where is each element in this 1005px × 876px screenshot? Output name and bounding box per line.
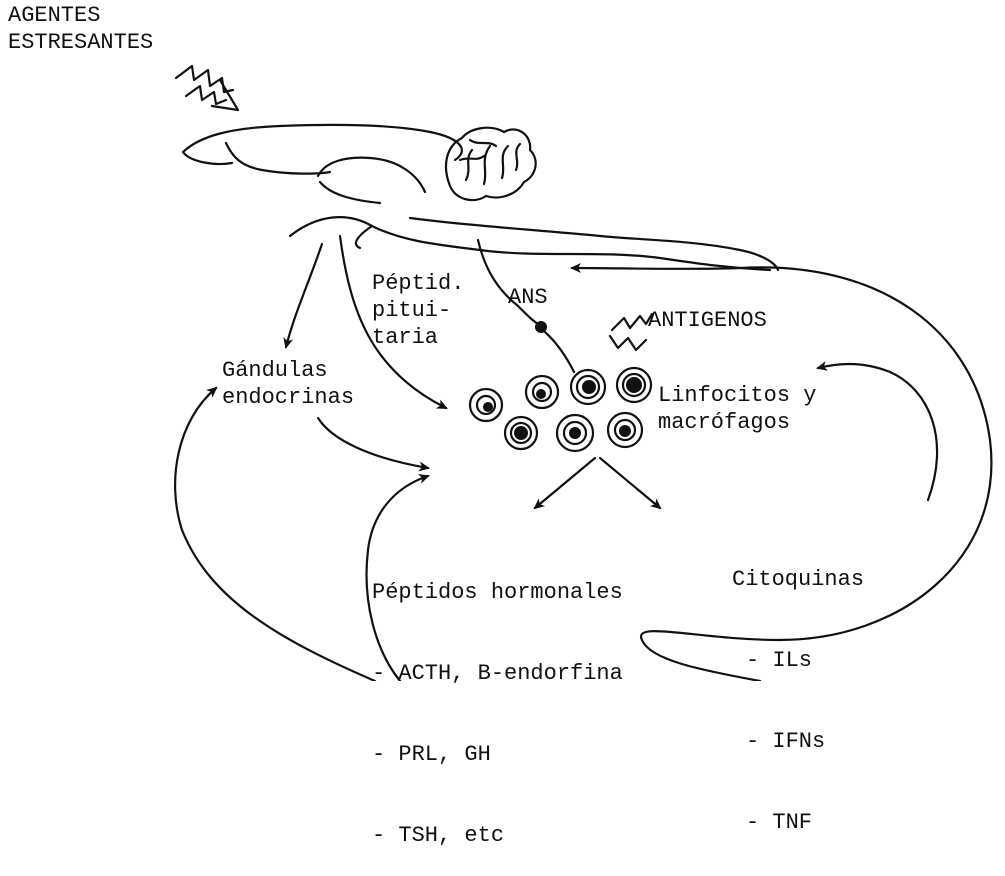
cytokines-item: - ILs <box>732 647 864 674</box>
hormonal-peptides-item: - TSH, etc <box>372 822 623 849</box>
hormonal-peptides-item: - PRL, GH <box>372 741 623 768</box>
hormonal-peptides-item: - ACTH, B-endorfina <box>372 660 623 687</box>
hormonal-peptides-title: Péptidos hormonales <box>372 579 623 606</box>
pituitary-to-glands-arrow <box>286 244 322 347</box>
stressor-arrow-icon <box>176 66 238 110</box>
glands-to-convergence-arrow <box>318 418 428 468</box>
immune-to-peptides-arrow <box>535 458 595 508</box>
antigen-icon <box>610 314 652 350</box>
pituitary-peptides-label: Péptid. pitui- taria <box>372 270 464 351</box>
cytokine-inner-arrow <box>818 364 937 500</box>
cytokines-title: Citoquinas <box>732 566 864 593</box>
antigens-label: ANTIGENOS <box>648 307 767 334</box>
cytokines-item: - IFNs <box>732 728 864 755</box>
cytokines-block: Citoquinas - ILs - IFNs - TNF <box>732 512 864 863</box>
ans-label: ANS <box>508 284 548 311</box>
immune-to-cytokines-arrow <box>600 458 660 508</box>
hormonal-peptides-block: Péptidos hormonales - ACTH, B-endorfina … <box>372 525 623 876</box>
macrophage-icon <box>505 413 642 451</box>
lymphocytes-label: Linfocitos y macrófagos <box>658 382 816 436</box>
endocrine-glands-label: Gándulas endocrinas <box>222 357 354 411</box>
stressors-label: AGENTES ESTRESANTES <box>8 2 153 56</box>
feedback-left-arrow <box>175 388 375 681</box>
cytokines-item: - TNF <box>732 809 864 836</box>
